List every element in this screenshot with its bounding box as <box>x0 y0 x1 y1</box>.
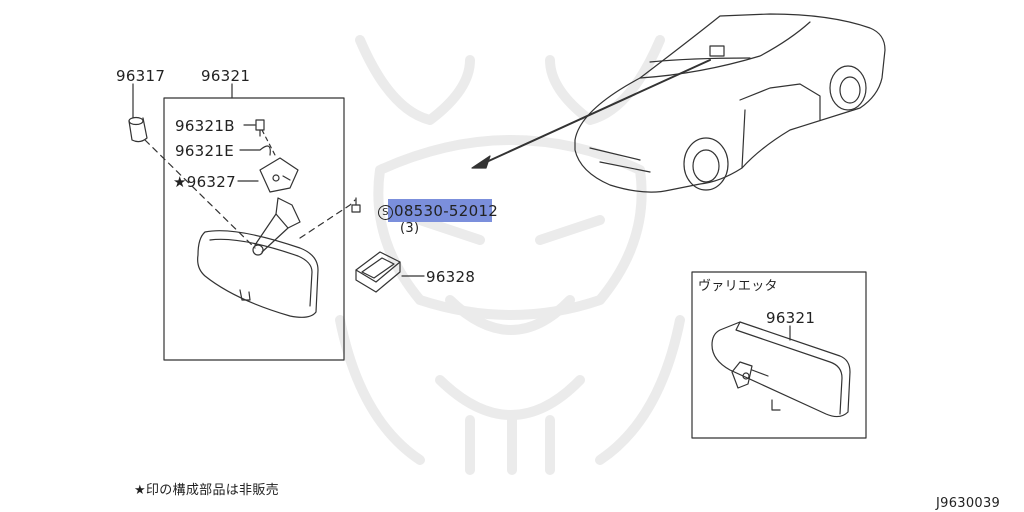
footnote: ★印の構成部品は非販売 <box>134 483 279 498</box>
part-number-highlight <box>388 199 492 222</box>
star-icon: ★ <box>173 173 187 191</box>
variant-title: ヴァリエッタ <box>698 279 778 294</box>
part-label-96321[interactable]: 96321 <box>201 67 251 85</box>
variant-mirror-drawing <box>711 321 851 418</box>
part-label-96327[interactable]: ★96327 <box>173 174 236 190</box>
variant-part-label-96321[interactable]: 96321 <box>766 309 816 327</box>
bracket-96327-drawing <box>237 157 299 193</box>
screw-96321b-drawing <box>243 119 265 137</box>
dashed-line-cap <box>144 139 256 249</box>
assembly-box-outline <box>163 97 345 361</box>
dashed-line-screw <box>299 199 356 239</box>
part-label-96328[interactable]: 96328 <box>426 268 476 286</box>
part-label-96321e[interactable]: 96321E <box>175 142 234 160</box>
mirror-96321-drawing <box>197 230 319 318</box>
pointer-arrow <box>471 59 711 169</box>
part-label-96317[interactable]: 96317 <box>116 67 166 85</box>
part-label-96321b[interactable]: 96321B <box>175 117 235 135</box>
cap-96317-drawing <box>128 116 148 143</box>
part-label-96327-number: 96327 <box>186 173 236 191</box>
circled-s-icon: S <box>378 205 393 220</box>
part-number-08530: 08530-52012 <box>394 202 499 220</box>
mirror-stay-drawing <box>252 197 301 256</box>
quantity-label: (3) <box>400 221 420 236</box>
car-drawing <box>574 13 886 193</box>
cover-96328-drawing <box>355 251 401 293</box>
variant-box-outline <box>691 271 867 439</box>
screw-08530-drawing <box>351 197 361 213</box>
diagram-id: J9630039 <box>936 496 1001 511</box>
cover-96321e-drawing <box>239 145 271 156</box>
